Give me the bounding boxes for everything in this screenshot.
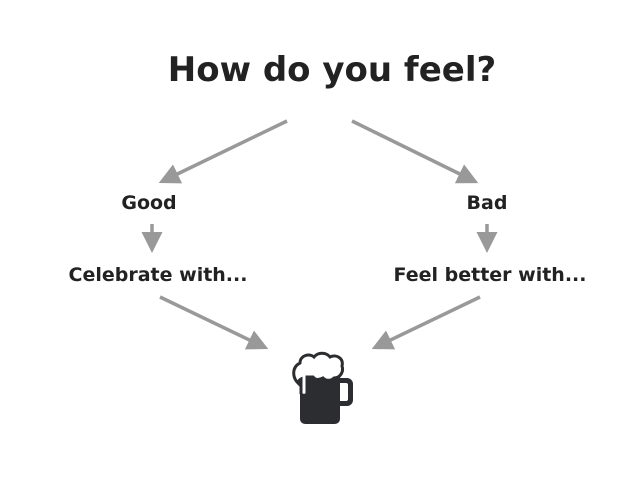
- good-option-label: Good: [121, 192, 177, 214]
- arrow-to-bad: [351, 119, 479, 184]
- arrow-to-good: [158, 119, 288, 184]
- diagram-title: How do you feel?: [167, 50, 497, 90]
- arrow-feel-to-beer: [371, 295, 481, 350]
- arrow-celebrate-to-beer: [159, 295, 269, 350]
- feel-better-label: Feel better with...: [393, 264, 587, 286]
- celebrate-label: Celebrate with...: [68, 264, 248, 286]
- beer-mug-icon: [292, 351, 353, 424]
- bad-option-label: Bad: [466, 192, 508, 214]
